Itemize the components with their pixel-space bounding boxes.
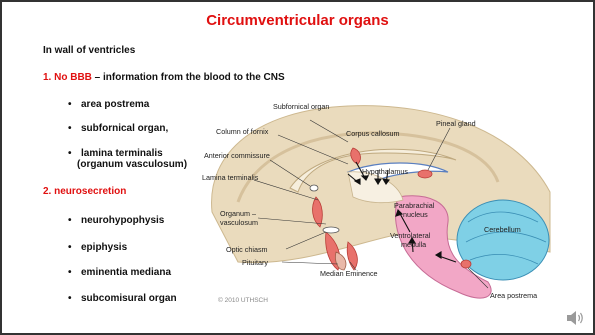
label-ventrolateral-medulla-2: medulla xyxy=(401,240,426,249)
label-anterior-commissure: Anterior commissure xyxy=(204,151,270,160)
pineal-gland-marker xyxy=(418,170,432,178)
label-ventrolateral-medulla: Ventrolateral xyxy=(390,231,431,240)
label-pineal-gland: Pineal gland xyxy=(436,119,476,128)
label-pituitary: Pituitary xyxy=(242,258,268,267)
label-cerebellum: Cerebellum xyxy=(484,225,521,234)
list-item: lamina terminalis xyxy=(81,148,163,159)
point-2: 2. neurosecretion xyxy=(43,186,126,197)
label-area-postrema: Area postrema xyxy=(490,291,537,300)
label-corpus-callosum: Corpus callosum xyxy=(346,129,400,138)
label-lamina-terminalis: Lamina terminalis xyxy=(202,173,259,182)
brain-diagram: Subfornical organ Column of fornix Corpu… xyxy=(198,92,560,312)
point-1-label: 1. No BBB xyxy=(43,72,92,83)
label-median-eminence: Median Eminence xyxy=(320,269,378,278)
label-hypothalamus: Hypothalamus xyxy=(362,167,408,176)
list-item: subfornical organ, xyxy=(81,123,168,134)
area-postrema-marker xyxy=(461,260,471,268)
point-1-text: – information from the blood to the CNS xyxy=(92,72,285,83)
list-item: area postrema xyxy=(81,99,149,110)
diagram-copyright: © 2010 UTHSCH xyxy=(218,296,268,304)
list-item: neurohypophysis xyxy=(81,215,164,226)
label-subfornical-organ: Subfornical organ xyxy=(273,102,329,111)
section-heading: In wall of ventricles xyxy=(43,45,135,56)
list-item: epiphysis xyxy=(81,242,127,253)
list-item: subcomisural organ xyxy=(81,293,177,304)
label-column-of-fornix: Column of fornix xyxy=(216,127,269,136)
label-parabrachial-nucleus: Parabrachial xyxy=(394,201,435,210)
list-item-continuation: (organum vasculosum) xyxy=(77,159,187,170)
speaker-icon[interactable] xyxy=(565,309,585,327)
label-organum-vasculosum-2: vasculosum xyxy=(220,218,258,227)
point-1: 1. No BBB – information from the blood t… xyxy=(43,72,285,83)
list-item: eminentia mediana xyxy=(81,267,171,278)
label-organum-vasculosum: Organum – xyxy=(220,209,256,218)
slide-title: Circumventricular organs xyxy=(2,12,593,29)
label-parabrachial-nucleus-2: nucleus xyxy=(403,210,428,219)
label-optic-chiasm: Optic chiasm xyxy=(226,245,268,254)
